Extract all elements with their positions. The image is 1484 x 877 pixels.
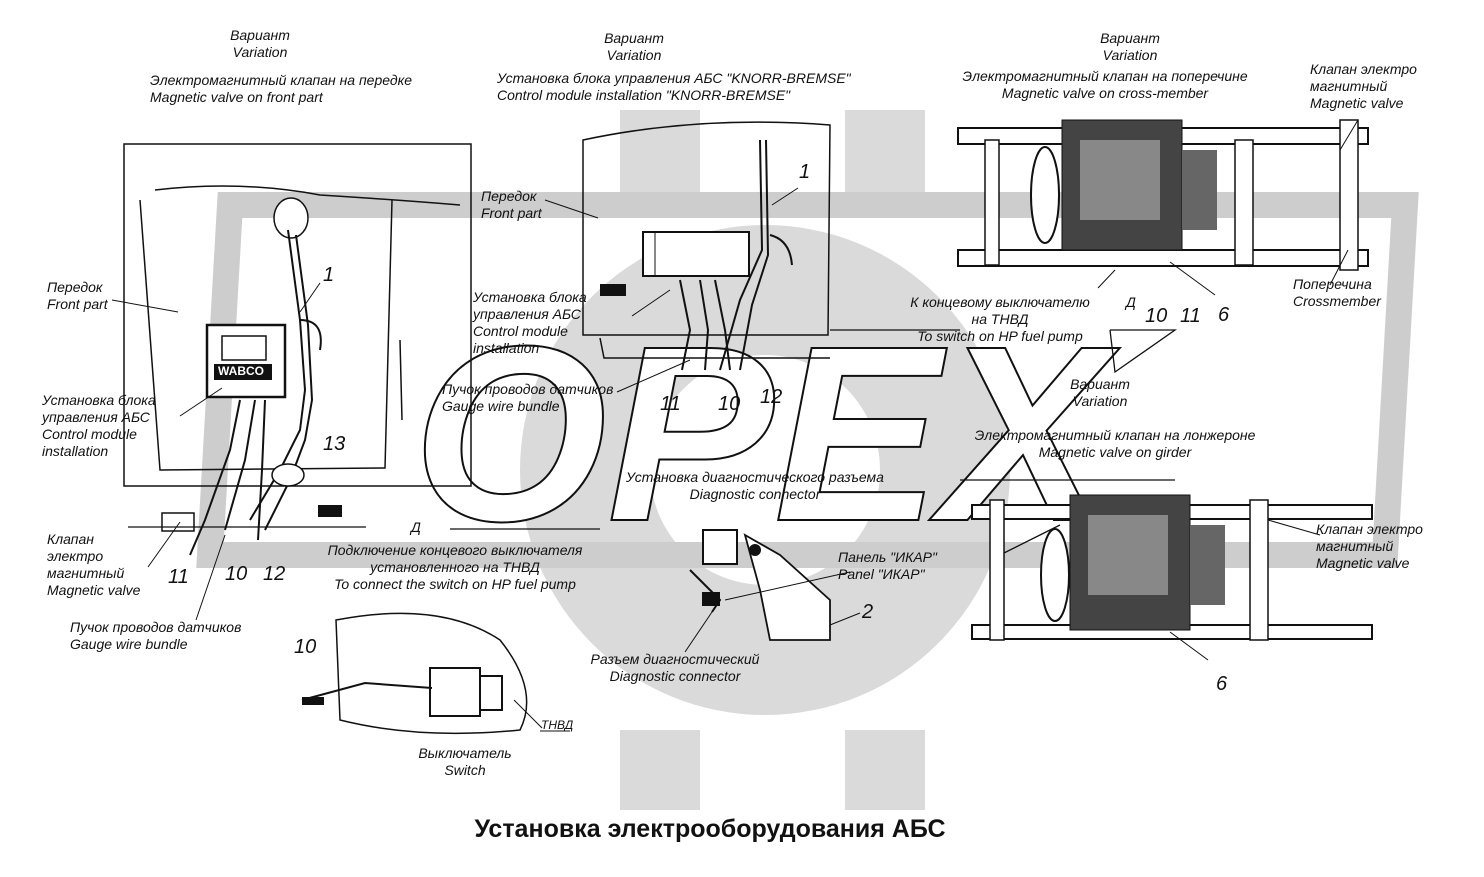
right-leader-lines [1097,119,1359,661]
gauge-bundle-left-label: Пучок проводов датчиков Gauge wire bundl… [70,619,242,652]
control-install-left-label: Установка блока управления АБС Control m… [42,392,156,459]
watermark-gear-hole [650,355,880,585]
control-install-mid-label: Установка блока управления АБС Control m… [473,289,587,356]
left-connector-block [318,505,342,517]
var2-heading: Вариант Variation [604,30,664,63]
callout-6-right: 6 [1218,304,1230,326]
callout-11-mid: 11 [660,393,681,415]
var3-valve-label: Клапан электро магнитный Magnetic valve [1310,61,1417,111]
front-part-mid-label: Передок Front part [481,188,542,221]
front-part-left-label: Передок Front part [47,279,108,312]
mid-leader-lines [544,187,799,393]
valve-girder-label: Клапан электро магнитный Magnetic valve [1316,521,1423,571]
callout-11-right: 11 [1180,305,1201,327]
callout-2: 2 [862,601,874,623]
var4-description: Электромагнитный клапан на лонжероне Mag… [974,427,1256,460]
watermark-text: OPEX [413,294,1121,573]
panel-label: Панель "ИКАР" Panel "ИКАР" [838,549,937,582]
left-valve [161,512,195,532]
callout-11-left: 11 [168,566,189,588]
var3-description: Электромагнитный клапан на поперечине Ma… [962,68,1248,101]
mid-wire-harness [679,139,793,371]
tnvd-label: ТНВД [541,718,574,732]
callout-6-lower: 6 [1216,673,1228,695]
diag-install-label: Установка диагностического разъема Diagn… [626,469,884,502]
var3-heading: Вариант Variation [1100,30,1160,63]
switch-connect-label: Подключение концевого выключателя устано… [327,542,583,592]
callout-1-left: 1 [323,264,335,286]
callout-13: 13 [323,433,346,455]
crossmember-label: Поперечина Crossmember [1293,276,1381,309]
var1-heading: Вариант Variation [230,27,290,60]
d-left-label: Д [411,519,421,535]
left-front-panel [123,143,472,487]
d-right-label: Д [1126,294,1136,310]
left-leader-lines [111,282,321,621]
callout-10-mid: 10 [718,393,741,415]
var4-heading: Вариант Variation [1070,376,1130,409]
var1-description: Электромагнитный клапан на передке Magne… [150,72,413,105]
callout-1-mid: 1 [799,161,811,183]
left-wabco-module [205,323,287,399]
diagnostic-connector-detail [684,529,861,653]
diag-connector-label: Разъем диагностический Diagnostic connec… [590,651,760,684]
switch-label: Выключатель Switch [418,745,512,778]
mid-front-panel [582,121,831,359]
callout-12-left: 12 [263,563,286,585]
callout-12-mid: 12 [760,386,783,408]
var2-description: Установка блока управления АБС "KNORR-BR… [497,70,851,103]
callout-10-right: 10 [1145,305,1168,327]
callout-10-left: 10 [225,563,248,585]
chassis-girder [971,494,1373,641]
watermark-band [196,192,1419,568]
wabco-logo: WABCO [218,364,264,378]
valve-left-label: Клапан электро магнитный Magnetic valve [47,531,141,598]
to-switch-label: К концевому выключателю на ТНВД To switc… [910,294,1090,344]
chassis-crossmember [957,119,1369,271]
mid-control-module [600,231,750,296]
gauge-bundle-mid-label: Пучок проводов датчиков Gauge wire bundl… [442,381,614,414]
left-connector-13 [271,463,305,487]
switch-detail [301,612,570,735]
callout-10-switch: 10 [294,636,317,658]
left-grommet [273,197,309,239]
drawing-title: Установка электрооборудования АБС [474,815,946,843]
